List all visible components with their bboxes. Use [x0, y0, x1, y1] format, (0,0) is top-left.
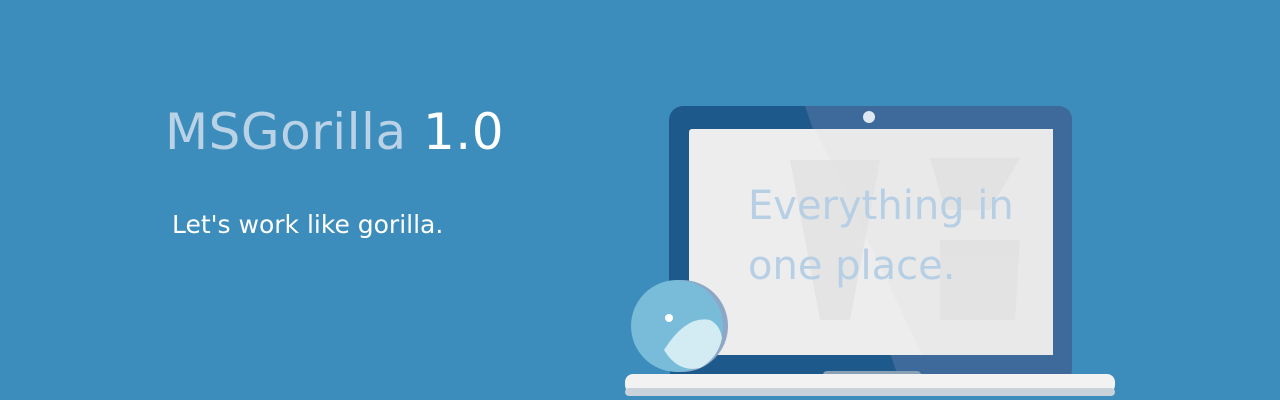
screen-slogan-line-1: Everything in [748, 183, 1014, 229]
laptop-illustration [625, 106, 1115, 396]
screen-slogan: Everything in one place. [748, 176, 1038, 296]
logo-orb-icon [631, 280, 728, 372]
brand-name: MSGorilla [165, 103, 407, 161]
app-title: MSGorilla 1.0 [165, 102, 504, 162]
webcam-icon [863, 111, 875, 123]
laptop-icon [625, 106, 1115, 396]
tagline: Let's work like gorilla. [172, 210, 444, 239]
screen-slogan-line-2: one place. [748, 243, 956, 289]
version-number: 1.0 [423, 103, 505, 161]
